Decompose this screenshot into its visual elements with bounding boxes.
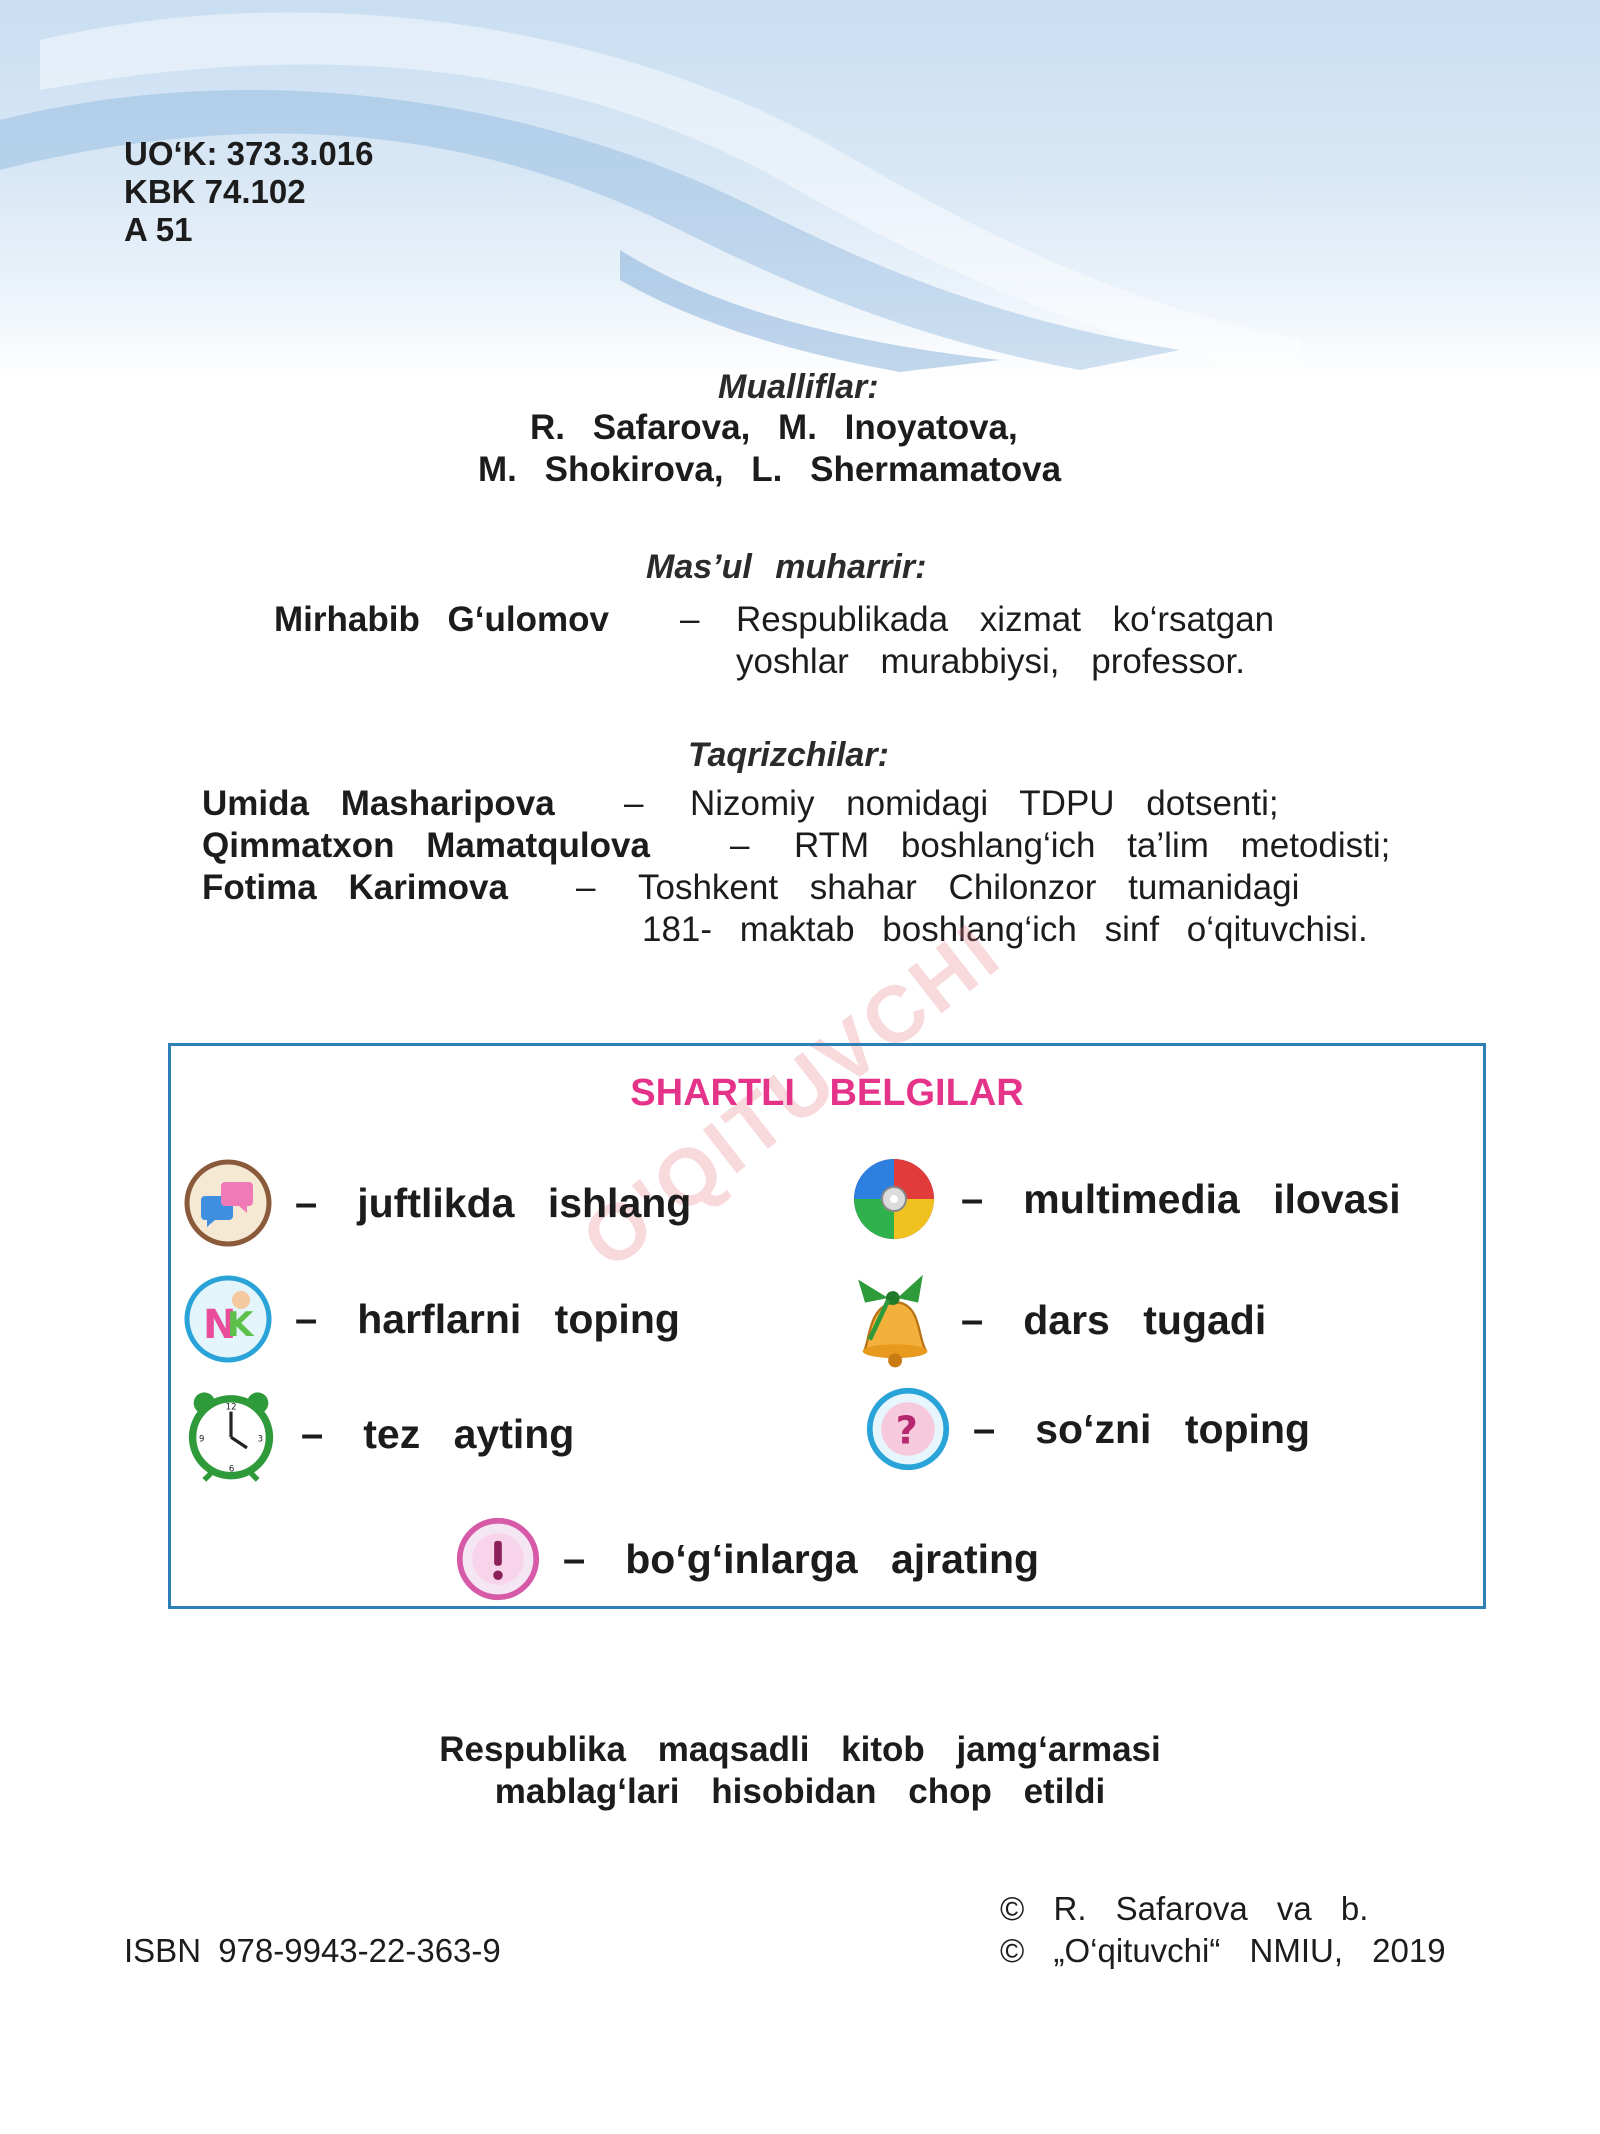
legend-item-find-word: ? – so‘zni toping — [865, 1386, 1310, 1472]
reviewer-1-name: Umida Masharipova — [202, 784, 555, 823]
legend-dash: – — [973, 1406, 996, 1451]
editor-name: Mirhabib G‘ulomov — [274, 600, 609, 639]
legend-label-syllables: bo‘g‘inlarga ajrating — [625, 1535, 1040, 1582]
legend-dash: – — [301, 1411, 324, 1456]
editor-title: Mas’ul muharrir: — [646, 548, 927, 586]
legend-item-find-letters: N K – harflarni toping — [183, 1274, 680, 1364]
legend-item-syllables: – bo‘g‘inlarga ajrating — [455, 1516, 1039, 1602]
uok-code: UO‘K: 373.3.016 — [124, 135, 374, 172]
reviewer-2-name: Qimmatxon Mamatqulova — [202, 826, 650, 865]
reviewer-1-dash: – — [624, 784, 644, 823]
legend-dash: – — [961, 1297, 984, 1342]
editor-dash: – — [680, 600, 700, 639]
legend-item-multimedia: – multimedia ilovasi — [849, 1154, 1401, 1244]
wave-decoration — [0, 12, 1300, 380]
reviewer-2-role: RTM boshlang‘ich ta’lim metodisti; — [794, 826, 1391, 865]
kbk-code: KBK 74.102 — [124, 173, 306, 210]
letters-icon: N K — [184, 1275, 272, 1363]
chat-bubbles-icon — [184, 1159, 272, 1247]
funding-line-1: Respublika maqsadli kitob jamg‘armasi — [439, 1730, 1161, 1769]
reviewer-1-role: Nizomiy nomidagi TDPU dotsenti; — [690, 784, 1279, 823]
isbn: ISBN 978-9943-22-363-9 — [124, 1932, 501, 1969]
legend-label-say-fast: tez ayting — [363, 1410, 575, 1457]
svg-text:6: 6 — [229, 1464, 234, 1474]
bell-icon — [858, 1274, 928, 1368]
reviewer-3-name: Fotima Karimova — [202, 868, 508, 907]
legend-box: SHARTLI BELGILAR – juftlikda ishlang – m… — [168, 1043, 1486, 1609]
reviewer-3-dash: – — [576, 868, 596, 907]
exclamation-icon — [456, 1517, 540, 1601]
legend-item-pair-work: – juftlikda ishlang — [183, 1158, 691, 1248]
copyright-line-2: © „O‘qituvchi“ NMIU, 2019 — [1000, 1932, 1446, 1969]
reviewer-3-role-continued: 181- maktab boshlang‘ich sinf o‘qituvchi… — [642, 910, 1368, 949]
legend-dash: – — [295, 1296, 318, 1341]
reviewer-3-role: Toshkent shahar Chilonzor tumanidagi — [638, 868, 1300, 907]
editor-role-1: Respublikada xizmat ko‘rsatgan — [736, 600, 1275, 639]
reviewer-2-dash: – — [730, 826, 750, 865]
editor-role-2: yoshlar murabbiysi, professor. — [736, 642, 1245, 681]
legend-dash: – — [563, 1536, 586, 1581]
svg-text:3: 3 — [258, 1434, 263, 1444]
svg-text:K: K — [227, 1305, 255, 1345]
svg-text:?: ? — [896, 1409, 918, 1453]
legend-dash: – — [961, 1176, 984, 1221]
svg-text:N: N — [203, 1302, 236, 1348]
copyright-line-1: © R. Safarova va b. — [1000, 1890, 1369, 1927]
question-mark-icon: ? — [866, 1387, 950, 1471]
authors-line-2: M. Shokirova, L. Shermamatova — [478, 450, 1062, 489]
legend-label-find-letters: harflarni toping — [357, 1295, 680, 1342]
legend-item-lesson-end: – dars tugadi — [835, 1268, 1266, 1372]
legend-title: SHARTLI BELGILAR — [630, 1072, 1024, 1114]
legend-label-lesson-end: dars tugadi — [1023, 1296, 1267, 1343]
svg-text:12: 12 — [226, 1402, 237, 1412]
catalog-code: A 51 — [124, 211, 193, 248]
authors-line-1: R. Safarova, M. Inoyatova, — [530, 408, 1018, 447]
reviewers-title: Taqrizchilar: — [688, 736, 889, 774]
funding-line-2: mablag‘lari hisobidan chop etildi — [494, 1772, 1106, 1811]
header-background — [0, 0, 1600, 380]
multimedia-disc-icon — [854, 1159, 934, 1239]
legend-item-say-fast: 12 3 6 9 – tez ayting — [183, 1386, 574, 1482]
legend-label-find-word: so‘zni toping — [1035, 1405, 1311, 1452]
legend-label-pair-work: juftlikda ishlang — [357, 1179, 692, 1226]
alarm-clock-icon: 12 3 6 9 — [188, 1392, 274, 1482]
legend-label-multimedia: multimedia ilovasi — [1023, 1175, 1401, 1222]
authors-title: Mualliflar: — [718, 368, 879, 406]
legend-dash: – — [295, 1180, 318, 1225]
svg-text:9: 9 — [199, 1434, 204, 1444]
